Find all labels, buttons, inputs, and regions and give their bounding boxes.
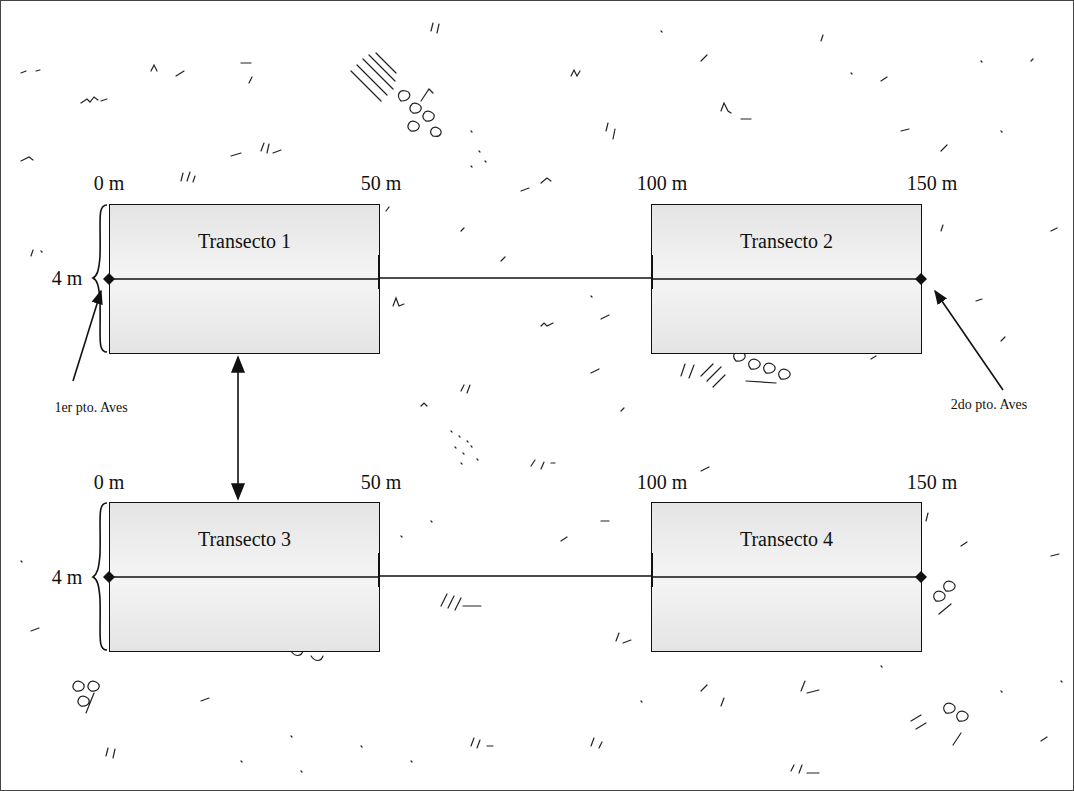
distance-mark: 150 m bbox=[907, 470, 958, 494]
transect-line bbox=[380, 277, 651, 279]
transect-box: Transecto 3 bbox=[109, 502, 380, 652]
width-brace bbox=[93, 205, 107, 650]
transect-name: Transecto 3 bbox=[194, 527, 295, 551]
distance-mark: 50 m bbox=[361, 171, 402, 195]
transect-box: Transecto 2 bbox=[651, 204, 922, 354]
transect-box: Transecto 1 bbox=[109, 204, 380, 354]
transect-line bbox=[110, 205, 381, 355]
transect-name: Transecto 4 bbox=[736, 527, 837, 551]
distance-mark: 100 m bbox=[637, 171, 688, 195]
transect-line bbox=[380, 575, 651, 577]
distance-mark: 100 m bbox=[637, 470, 688, 494]
transect-line bbox=[110, 503, 381, 653]
transect-name: Transecto 2 bbox=[736, 229, 837, 253]
distance-mark: 0 m bbox=[94, 470, 125, 494]
transect-line bbox=[652, 503, 923, 653]
point-label: 2do pto. Aves bbox=[951, 397, 1027, 414]
transect-name: Transecto 1 bbox=[194, 229, 295, 253]
spacing-arrow bbox=[237, 357, 239, 499]
transect-line bbox=[652, 205, 923, 355]
width-dimension: 4 m bbox=[52, 266, 83, 290]
vegetation-sketch bbox=[21, 23, 1062, 773]
distance-mark: 0 m bbox=[94, 171, 125, 195]
point-label: 1er pto. Aves bbox=[54, 400, 127, 417]
distance-mark: 150 m bbox=[907, 171, 958, 195]
transect-box: Transecto 4 bbox=[651, 502, 922, 652]
width-dimension: 4 m bbox=[52, 565, 83, 589]
distance-mark: 50 m bbox=[361, 470, 402, 494]
